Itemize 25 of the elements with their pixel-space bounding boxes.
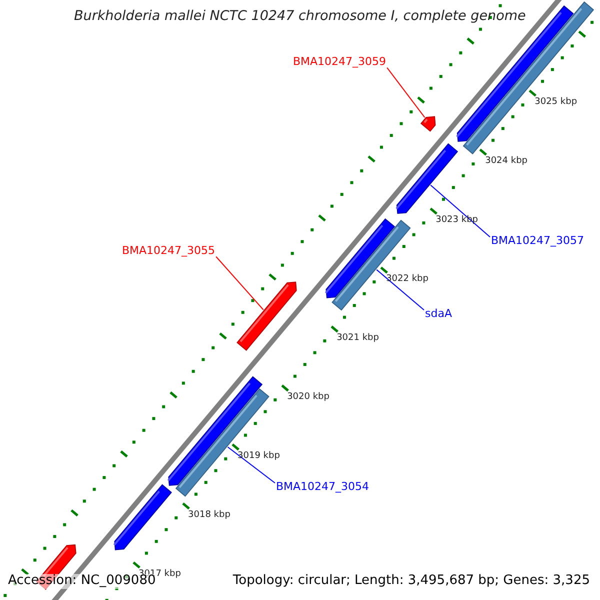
summary-text: Topology: circular; Length: 3,495,687 bp; Genes: 3,325: [232, 574, 590, 589]
scale-label: 3019 kbp: [238, 451, 280, 462]
leader-line: [227, 446, 276, 484]
gene-label: BMA10247_3054: [276, 481, 370, 494]
gene-block: [396, 143, 458, 214]
leader-line: [430, 184, 490, 238]
gene-block: [236, 282, 297, 351]
accession-text: Accession: NC_009080: [8, 574, 156, 589]
leader-line: [376, 269, 424, 310]
scale-label: 3018 kbp: [188, 510, 230, 520]
scale-label: 3021 kbp: [336, 333, 379, 344]
gene-bar: [332, 220, 411, 311]
gene-label: BMA10247_3057: [491, 235, 584, 248]
title: Burkholderia mallei NCTC 10247 chromosome I, complete genome: [74, 9, 526, 25]
leader-line: [386, 67, 426, 118]
scale-label: 3024 kbp: [485, 156, 528, 166]
gene-label: BMA10247_3055: [122, 245, 216, 258]
scale-label: 3025 kbp: [534, 97, 578, 108]
scale-label: 3020 kbp: [287, 392, 330, 402]
gene-label: BMA10247_3059: [293, 56, 386, 69]
scale-label: 3022 kbp: [386, 274, 428, 284]
gene-block: [113, 484, 172, 550]
gene-block: [420, 116, 436, 132]
gene-label: sdaA: [425, 308, 452, 321]
leader-line: [216, 256, 264, 310]
